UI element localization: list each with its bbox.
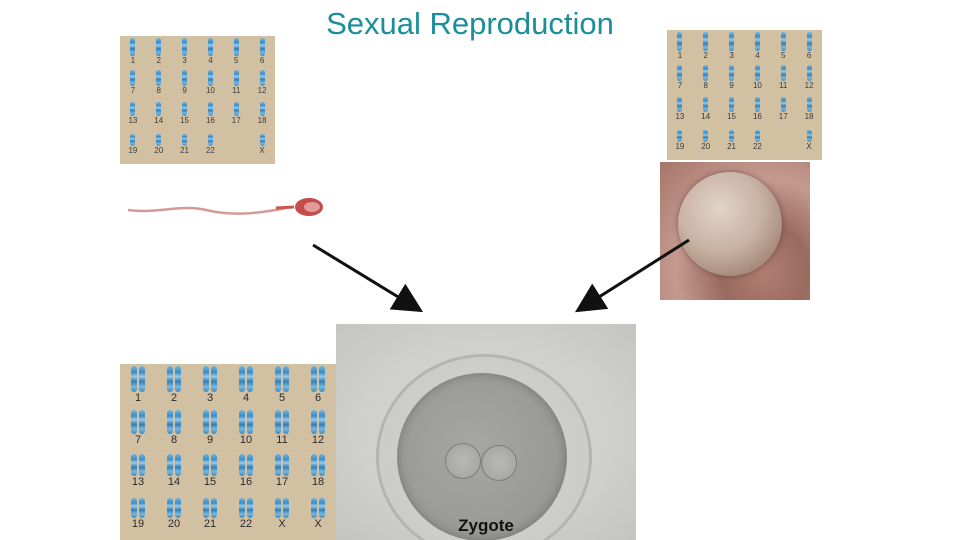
zygote-cell bbox=[397, 373, 567, 540]
zygote-label: Zygote bbox=[336, 516, 636, 536]
pronucleus bbox=[481, 445, 517, 481]
arrow-sperm-to-zygote bbox=[313, 245, 418, 309]
arrow-egg-to-zygote bbox=[580, 240, 689, 309]
zona-pellucida bbox=[376, 354, 592, 540]
zygote-image: Zygote bbox=[336, 324, 636, 540]
pronucleus bbox=[445, 443, 481, 479]
